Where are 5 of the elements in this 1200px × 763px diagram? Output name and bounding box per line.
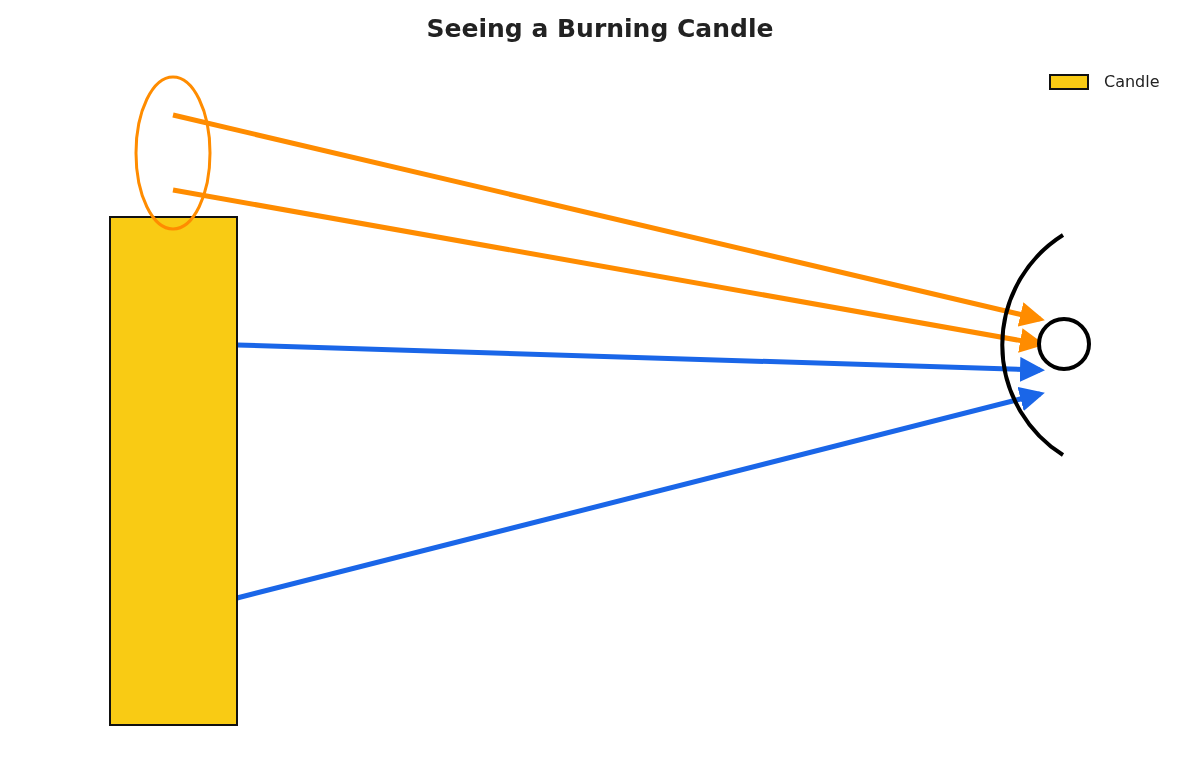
legend-label: Candle (1104, 72, 1160, 91)
arrow (172, 112, 1045, 327)
diagram-title: Seeing a Burning Candle (425, 14, 775, 43)
candle-drawing (109, 216, 238, 726)
flame-drawing (133, 74, 213, 232)
